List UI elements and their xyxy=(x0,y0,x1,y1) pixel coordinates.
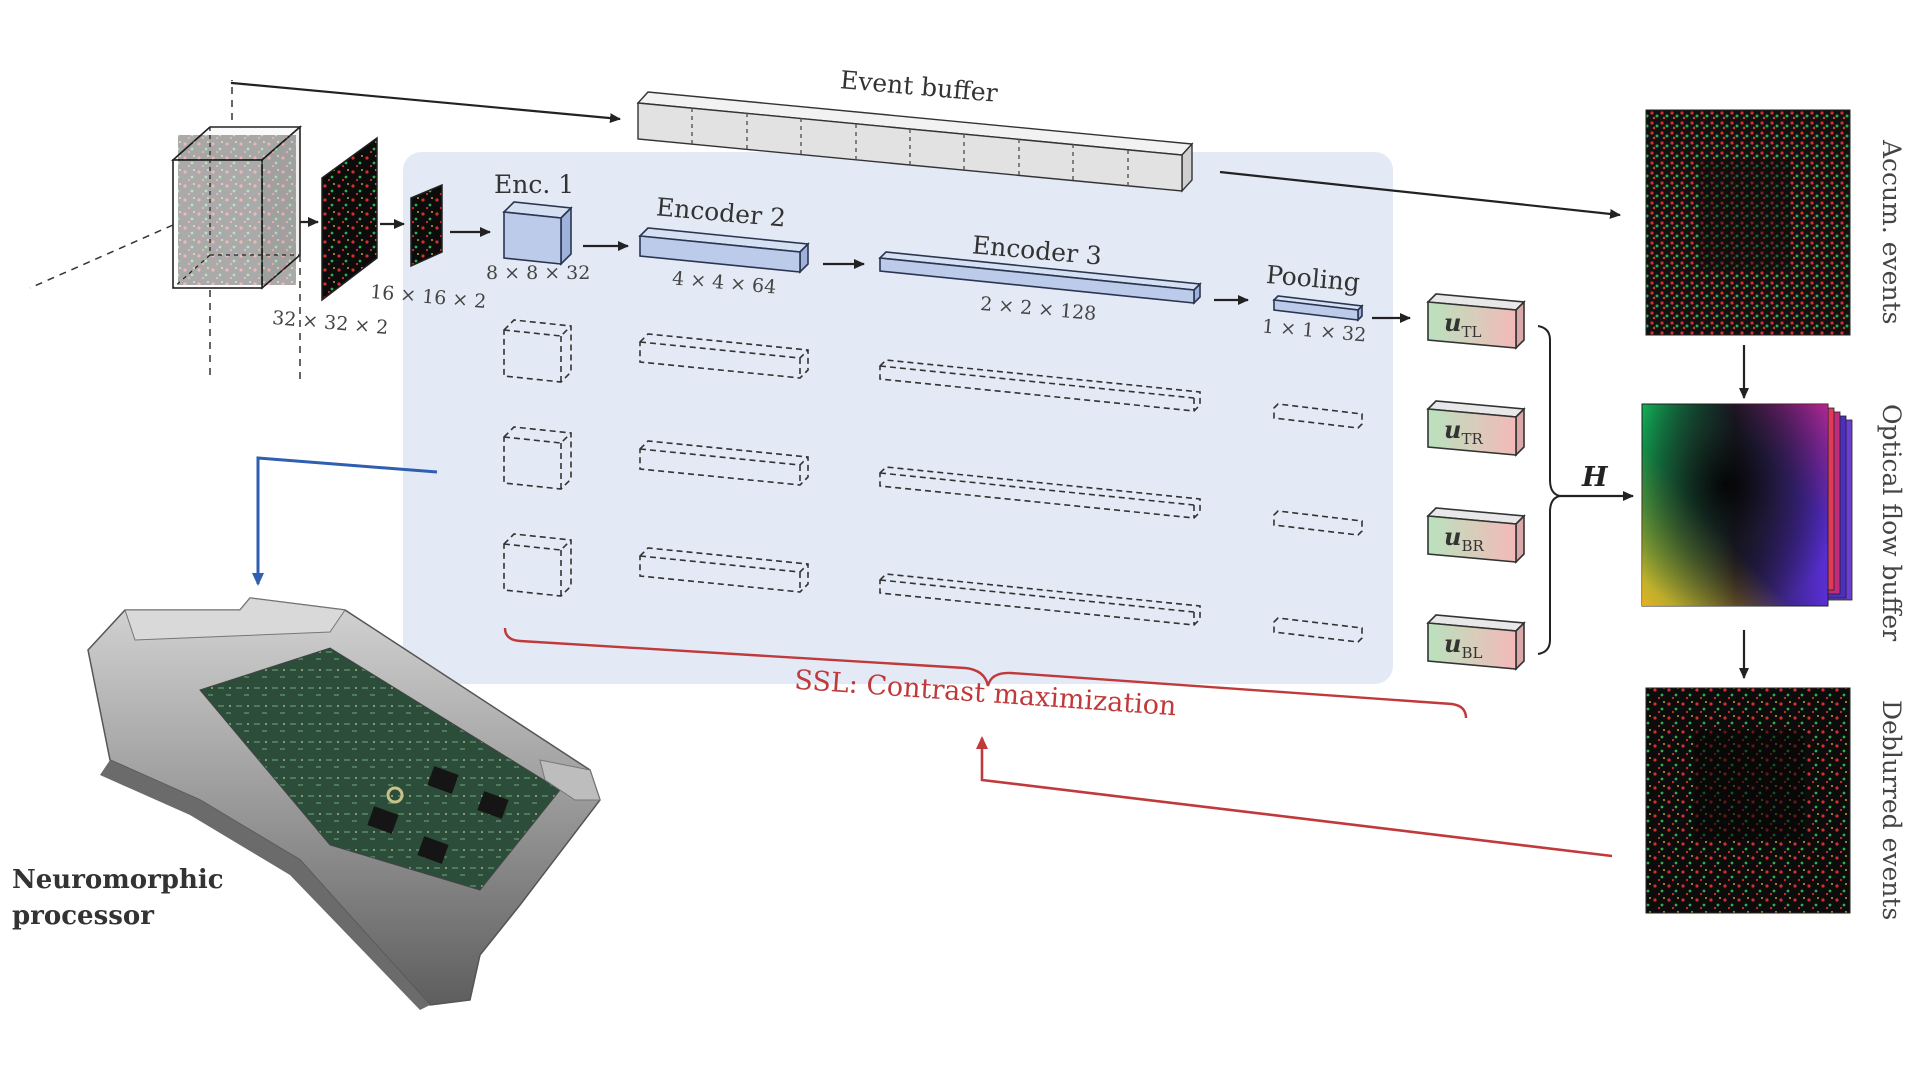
encoder1-block xyxy=(502,201,573,266)
encoder3-block xyxy=(878,251,1202,305)
u-tl-label: uTL xyxy=(1444,308,1482,341)
event-volume xyxy=(170,125,303,290)
optical-flow-buffer xyxy=(1641,403,1853,607)
homography-label: H xyxy=(1582,462,1608,493)
u-box-br xyxy=(1426,507,1526,564)
u-tr-label: uTR xyxy=(1444,415,1483,448)
ssl-brace xyxy=(503,627,1468,719)
event-frame-32 xyxy=(321,136,378,302)
encoder1-label: Enc. 1 xyxy=(494,170,575,199)
dashed-branches xyxy=(503,319,1363,643)
flow-arrows xyxy=(1560,345,1749,679)
output-boxes xyxy=(1426,293,1526,671)
branch-row-3 xyxy=(503,426,1363,536)
processor-label: Neuromorphic processor xyxy=(12,865,224,931)
accum-events-label: Accum. events xyxy=(1877,140,1906,325)
u-br-label: uBR xyxy=(1444,522,1484,555)
pooling-block xyxy=(1272,295,1364,322)
u-box-tl xyxy=(1426,293,1526,350)
encoder2-block xyxy=(638,227,810,274)
output-brace xyxy=(1537,325,1561,655)
u-box-tr xyxy=(1426,400,1526,457)
encoder1-dims: 8 × 8 × 32 xyxy=(486,262,591,284)
processor-image xyxy=(87,597,601,1010)
volume-dashed-lines xyxy=(29,80,301,380)
branch-row-4 xyxy=(503,533,1363,643)
event-frame-16 xyxy=(410,183,443,268)
pipeline-arrows xyxy=(230,81,1621,323)
branch-row-2 xyxy=(503,319,1363,429)
ssl-feedback-arrow xyxy=(976,736,1613,858)
u-bl-label: uBL xyxy=(1444,629,1483,662)
accum-events-image xyxy=(1645,109,1851,336)
event-buffer xyxy=(636,91,1194,193)
optical-flow-buffer-label: Optical flow buffer xyxy=(1877,404,1906,642)
deblurred-events-label: Deblurred events xyxy=(1877,700,1906,921)
processor-link-arrow xyxy=(252,456,438,586)
u-box-bl xyxy=(1426,614,1526,671)
